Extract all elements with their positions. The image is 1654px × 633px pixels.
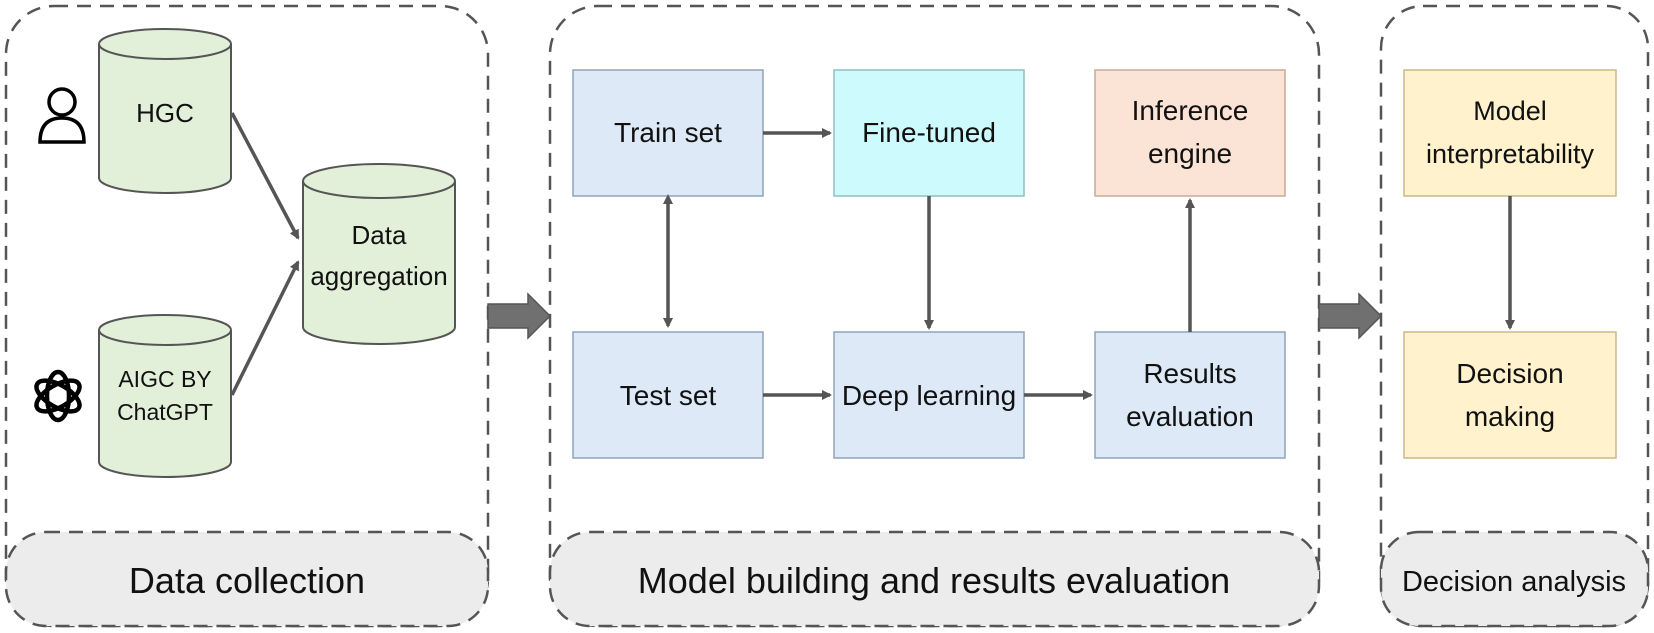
data-aggregation-label-line2: aggregation [310,261,447,291]
panel-decision-analysis-label-box [1379,530,1650,628]
decision-making-label-line1: Decision [1456,358,1563,389]
inference-engine-label-line1: Inference [1132,95,1249,126]
hgc-label: HGC [136,98,194,128]
aigc-label-line2: ChatGPT [117,399,213,425]
deep-learning-label: Deep learning [842,380,1016,411]
results-evaluation-box [1094,331,1286,459]
panel-model-building: Model building and results evaluation Tr… [548,4,1321,628]
chatgpt-logo-icon [34,369,82,423]
fine-tuned-label: Fine-tuned [862,117,996,148]
decision-making-label-line2: making [1465,401,1555,432]
train-set-box [572,69,764,197]
aigc-label-line1: AIGC BY [118,366,211,392]
panel-decision-analysis: Decision analysis Model interpretability… [1379,4,1650,628]
transition-arrow-2 [1318,292,1383,340]
test-set-box [572,331,764,459]
inference-engine-label-line2: engine [1148,138,1232,169]
fine-tuned-box [833,69,1025,197]
decision-making-box [1403,331,1617,459]
model-interpretability-label-line2: interpretability [1426,139,1595,169]
data-aggregation-cylinder: Data aggregation [302,163,456,345]
panel-data-collection-label-box [4,530,490,628]
panel-model-building-label-box [548,530,1321,628]
model-interpretability-label-line1: Model [1473,96,1547,126]
results-evaluation-label-line2: evaluation [1126,401,1254,432]
transition-arrow-1 [487,292,552,340]
panel-data-collection: Data collection HGC AIGC BY ChatGPT [4,4,490,628]
model-interpretability-box [1403,69,1617,197]
aigc-cylinder: AIGC BY ChatGPT [98,314,232,478]
test-set-label: Test set [620,380,717,411]
person-icon [36,82,88,146]
results-evaluation-label-line1: Results [1143,358,1236,389]
hgc-cylinder: HGC [98,28,232,194]
deep-learning-box [833,331,1025,459]
arrow-hgc-to-aggregation [230,112,300,240]
panel-model-building-label: Model building and results evaluation [638,560,1230,601]
inference-engine-box [1094,69,1286,197]
panel-decision-analysis-label: Decision analysis [1402,566,1626,598]
arrow-aigc-to-aggregation [230,260,300,396]
train-set-label: Train set [614,117,722,148]
panel-data-collection-label: Data collection [129,560,365,601]
panel-decision-analysis-border [1379,4,1650,628]
data-aggregation-label-line1: Data [352,220,407,250]
